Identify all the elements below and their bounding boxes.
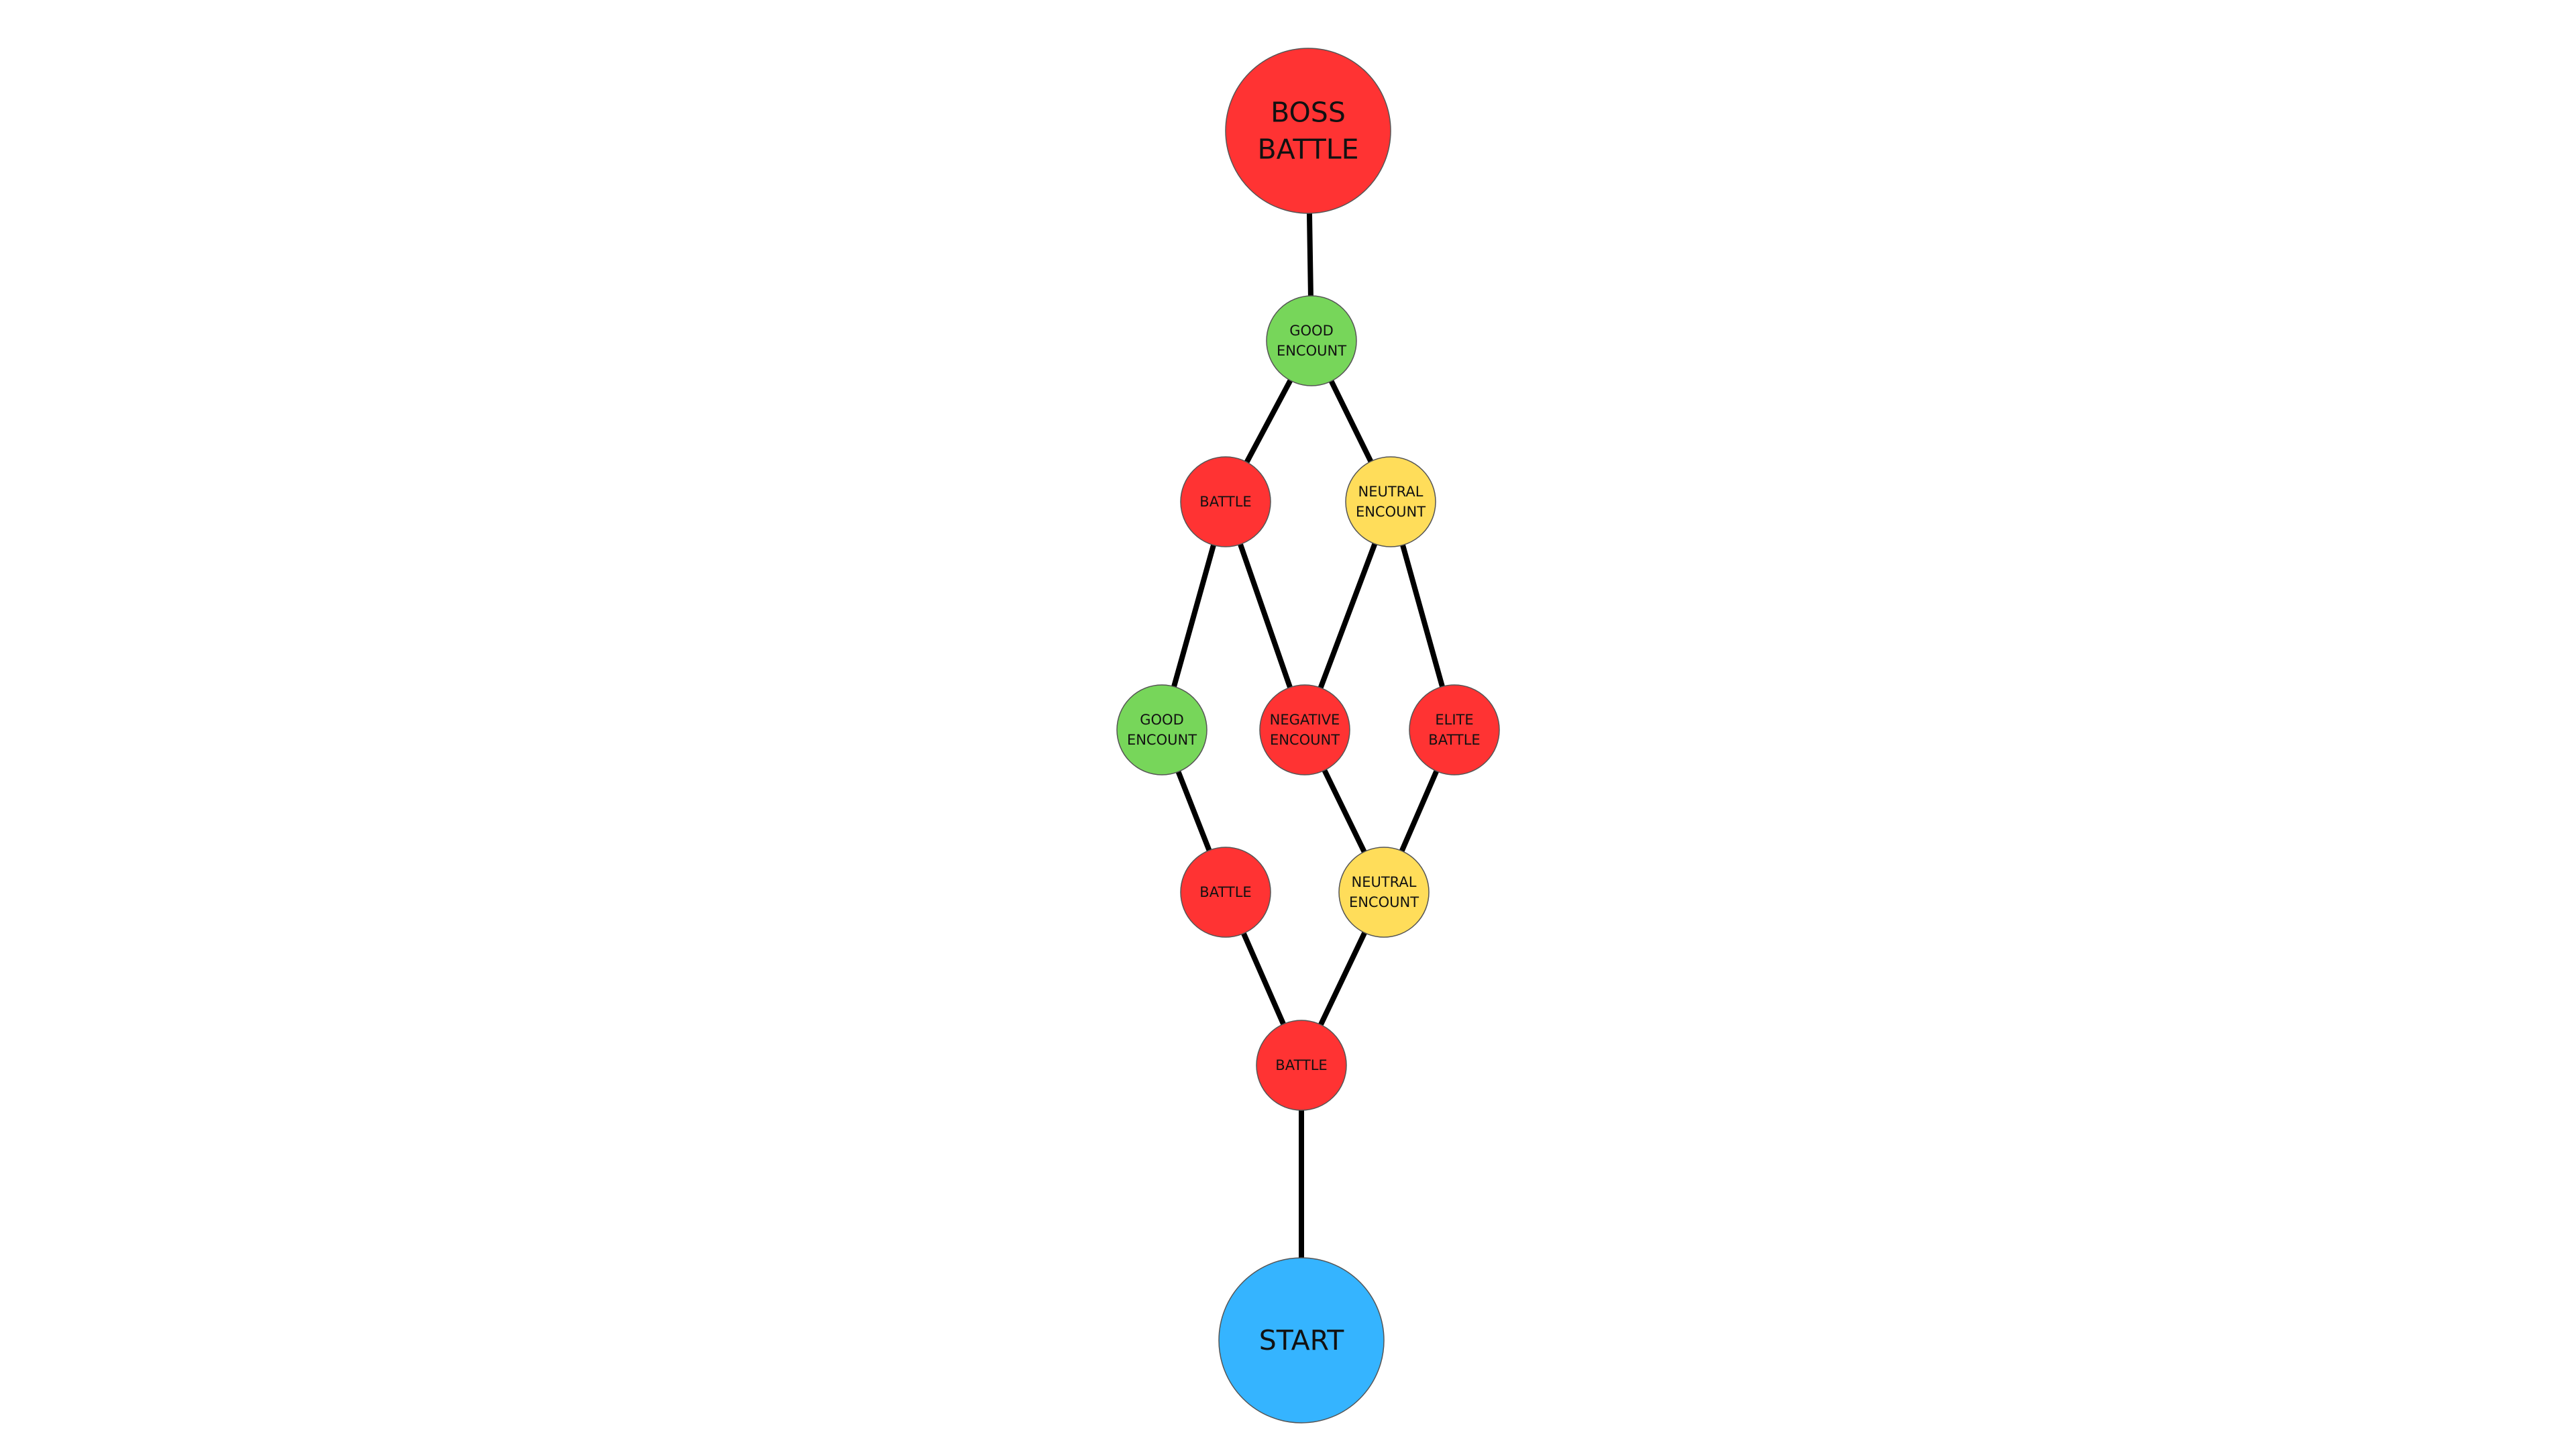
node-circle-boss[interactable] (1225, 48, 1391, 214)
node-start[interactable]: START (1218, 1257, 1385, 1424)
node-battle-lower-left[interactable]: BATTLE (1180, 847, 1271, 938)
node-circle-neutral-lower-right[interactable] (1338, 847, 1430, 938)
node-circle-battle-lower-left[interactable] (1180, 847, 1271, 938)
node-circle-negative-mid[interactable] (1259, 684, 1350, 775)
node-circle-elite-mid-right[interactable] (1409, 684, 1500, 775)
node-circle-battle-bottom[interactable] (1256, 1020, 1347, 1111)
node-battle-upper-left[interactable]: BATTLE (1180, 456, 1271, 547)
node-circle-start[interactable] (1218, 1257, 1385, 1424)
node-battle-bottom[interactable]: BATTLE (1256, 1020, 1347, 1111)
node-circle-good-mid-left[interactable] (1116, 684, 1208, 775)
node-circle-neutral-upper-right[interactable] (1345, 456, 1436, 547)
node-circle-battle-upper-left[interactable] (1180, 456, 1271, 547)
node-circle-good-top[interactable] (1266, 295, 1357, 386)
